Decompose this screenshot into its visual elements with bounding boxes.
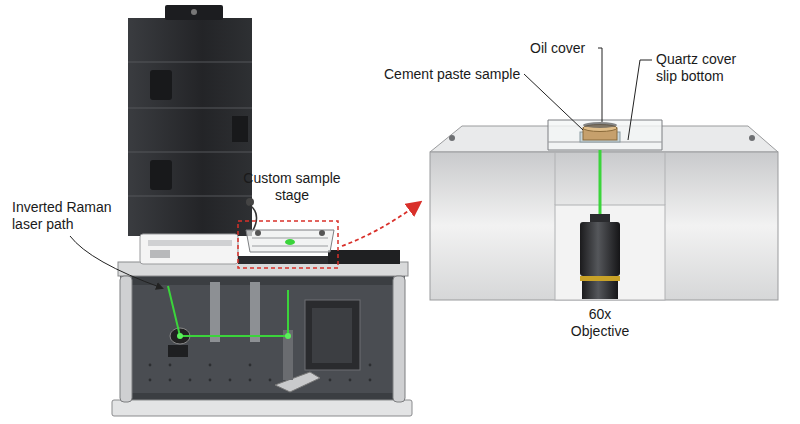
sample-stage-part — [252, 246, 328, 247]
objective-lens-part — [582, 281, 618, 299]
microscope-tower-part — [128, 62, 252, 63]
sample-stage — [238, 221, 400, 268]
leader-line-part — [70, 236, 162, 288]
stage-inset-part — [665, 152, 666, 205]
microscope-tower-part — [246, 198, 254, 206]
optical-base-part — [249, 379, 252, 382]
stage-inset-part — [555, 152, 556, 205]
optical-base-part — [209, 379, 212, 382]
sample-stage-part — [319, 230, 325, 236]
microscope-tower — [128, 5, 257, 236]
laser-beam-part — [177, 333, 183, 339]
optical-base-part — [132, 285, 394, 393]
microscope-tower-part — [191, 9, 197, 15]
optical-base-part — [329, 379, 332, 382]
optical-base-part — [189, 379, 192, 382]
microscope-tower-part — [150, 160, 172, 190]
optical-base-part — [250, 282, 260, 342]
microscope-tower-part — [165, 5, 223, 20]
optical-base-part — [249, 364, 252, 367]
optical-base-part — [112, 400, 412, 416]
laser-beam-part — [168, 286, 288, 336]
optical-base-part — [209, 364, 212, 367]
white-unit — [140, 234, 238, 264]
sample-holder-part — [583, 122, 617, 128]
white-unit-part — [140, 234, 238, 264]
optical-base-part — [305, 300, 360, 370]
part-label: Quartz cover slip bottom — [656, 51, 748, 85]
stage-inset-part — [449, 135, 455, 141]
zoom-arrow-part — [342, 204, 418, 246]
leader-line — [70, 48, 652, 288]
microscope-tower-part — [128, 196, 252, 197]
sample-holder-part — [548, 120, 662, 150]
part-label: Oil cover — [530, 40, 600, 57]
microscope-tower-part — [128, 18, 252, 236]
stage-inset-part — [430, 152, 778, 300]
microscope-tower-part — [128, 152, 252, 153]
leader-line-part — [524, 74, 583, 130]
optical-base-part — [169, 379, 172, 382]
optical-base-part — [120, 275, 405, 403]
sample-stage-part — [328, 250, 400, 264]
optical-base-part — [120, 276, 132, 402]
optical-base-part — [393, 276, 405, 402]
white-unit-part — [148, 240, 232, 246]
zoom-arrow — [342, 204, 418, 246]
optical-base-part — [369, 379, 372, 382]
stage-inset-part — [749, 135, 755, 141]
laser-beam — [168, 286, 291, 339]
optical-base-part — [169, 364, 172, 367]
microscope-tower-part — [150, 70, 172, 100]
stage-inset-part — [555, 205, 665, 300]
sample-holder — [548, 120, 662, 150]
part-label: Inverted Raman laser path — [12, 199, 124, 233]
part-label: Custom sample stage — [238, 170, 346, 204]
optical-base-part — [369, 364, 372, 367]
optical-base-part — [149, 364, 152, 367]
sample-stage-part — [255, 230, 261, 236]
microscope-tower-part — [232, 116, 248, 142]
part-label: 60x Objective — [560, 306, 640, 340]
optical-base-part — [269, 379, 272, 382]
sample-stage-part — [238, 221, 338, 268]
sample-stage-part — [285, 239, 295, 245]
laser-beam-part — [285, 333, 291, 339]
optical-base-part — [168, 345, 188, 357]
microscope-tower-part — [250, 205, 257, 232]
optical-base-part — [149, 379, 152, 382]
objective-lens-part — [590, 214, 610, 222]
optical-base-part — [283, 330, 293, 380]
sample-stage-part — [246, 230, 334, 252]
leader-line-part — [628, 60, 652, 140]
sample-stage-part — [238, 256, 330, 264]
objective-lens-part — [580, 276, 620, 281]
optical-base-part — [349, 379, 352, 382]
microscope-tower-part — [128, 108, 252, 109]
optical-base — [112, 262, 412, 416]
objective-lens — [580, 150, 620, 299]
optical-base-part — [312, 308, 352, 363]
part-label: Cement paste sample — [384, 66, 524, 83]
white-unit-part — [150, 250, 170, 258]
sample-stage-part — [252, 238, 328, 239]
optical-base-part — [275, 372, 320, 392]
objective-lens-part — [580, 222, 620, 276]
optical-base-part — [229, 379, 232, 382]
stage-inset — [430, 126, 778, 300]
optical-base-part — [210, 282, 220, 342]
objective-lens-part — [599, 150, 602, 216]
leader-line-part — [598, 48, 602, 122]
